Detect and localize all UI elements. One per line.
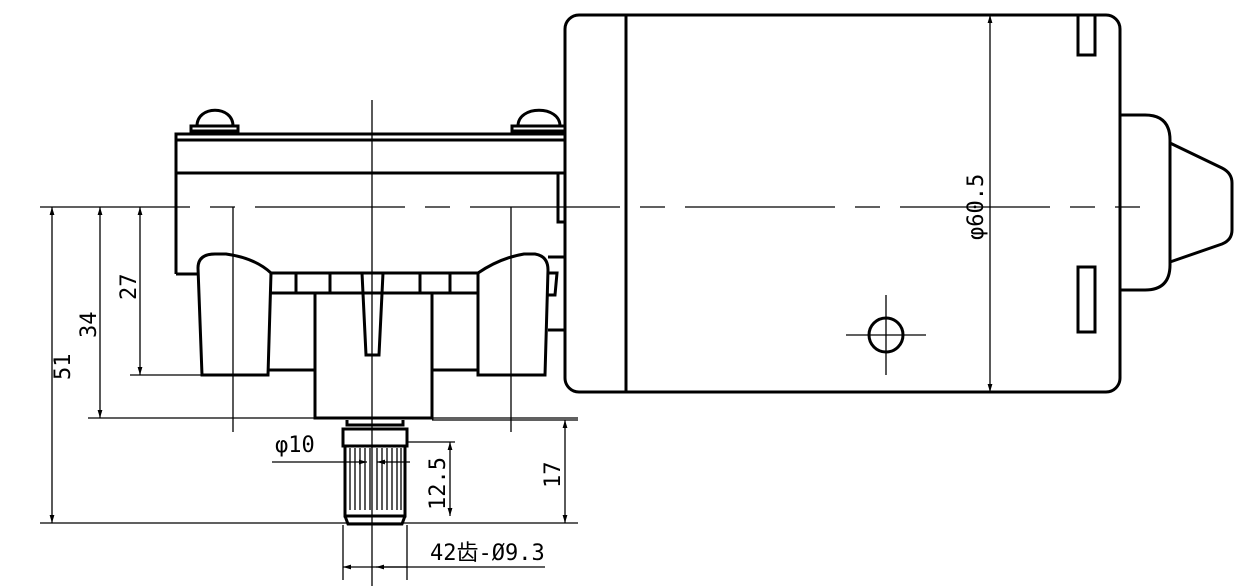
screw-left — [189, 108, 240, 133]
slot-top — [1076, 13, 1097, 57]
end-cap — [1120, 113, 1172, 292]
svg-text:51: 51 — [51, 354, 76, 381]
slot-bottom — [1076, 265, 1097, 334]
dimension-51: 51 — [49, 207, 76, 523]
dimension-phi10: φ10 — [272, 433, 410, 465]
svg-text:12.5: 12.5 — [426, 457, 451, 510]
dimension-17: 17 — [541, 420, 568, 523]
left-lobe — [196, 252, 273, 377]
dimension-27: 27 — [117, 207, 143, 375]
end-nose — [1169, 141, 1234, 264]
screw-right — [510, 108, 567, 133]
svg-text:φ10: φ10 — [275, 433, 315, 458]
svg-text:27: 27 — [117, 274, 142, 301]
output-shaft — [341, 420, 409, 526]
svg-text:17: 17 — [541, 462, 566, 489]
svg-text:42齿-Ø9.3: 42齿-Ø9.3 — [430, 541, 545, 566]
gearbox — [174, 108, 567, 420]
svg-text:34: 34 — [77, 312, 102, 339]
dimension-12-5: 12.5 — [426, 442, 453, 516]
right-lobe — [476, 252, 550, 377]
motor — [563, 13, 1234, 394]
svg-text:φ60.5: φ60.5 — [964, 174, 989, 240]
dimension-spline: 42齿-Ø9.3 — [343, 541, 545, 570]
dimension-phi60-5: φ60.5 — [964, 15, 993, 392]
dimension-34: 34 — [77, 207, 103, 418]
